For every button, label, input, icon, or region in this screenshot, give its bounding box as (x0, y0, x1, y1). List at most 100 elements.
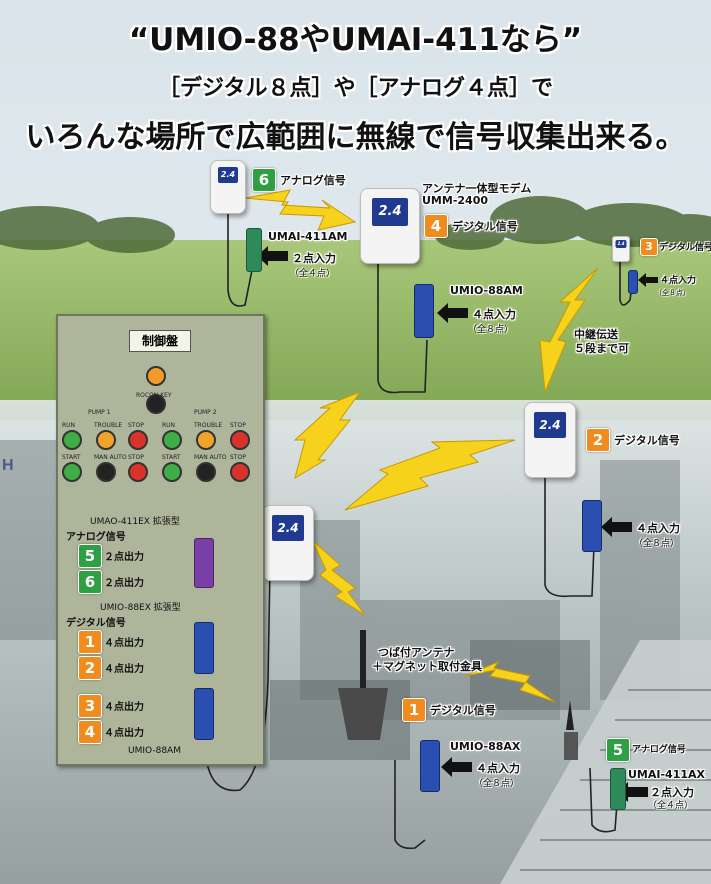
cable-top-left (227, 212, 253, 307)
button-start-2 (162, 462, 182, 482)
input-count: ４点入力 (472, 308, 516, 321)
module-umio-88ex (194, 622, 214, 674)
output-badge-2: 2 (78, 656, 102, 680)
model-umio-88ax: UMIO-88AX (450, 740, 521, 753)
panel-title: 制御盤 (129, 330, 191, 352)
lamp-trouble-1 (96, 430, 116, 450)
modem-model: UMM-2400 (422, 194, 489, 207)
pump2-label: PUMP 2 (194, 409, 217, 416)
module-umio-88ax (420, 740, 440, 792)
badge-3: 3 (640, 238, 658, 256)
lamp-label-trouble1: TROUBLE (94, 422, 123, 429)
cable-top-right (619, 258, 633, 306)
control-panel: 制御盤 ROCON KEY PUMP 1 PUMP 2 RUN TROUBLE … (56, 314, 265, 766)
selector-2 (196, 462, 216, 482)
modem-logo: 2.4 (372, 197, 408, 226)
cable-center (377, 262, 428, 394)
lamp-label-trouble2: TROUBLE (194, 422, 223, 429)
btn-label-stop1: STOP (128, 454, 144, 461)
modem-right-mid: 2.4 (524, 402, 576, 478)
module-umio-88am (414, 284, 434, 338)
antenna-note-line1: つば付アンテナ (378, 646, 455, 659)
panel-digital-title: デジタル信号 (66, 618, 126, 629)
lamp-label-run2: RUN (162, 422, 176, 429)
signal-digital: デジタル信号 (614, 434, 680, 447)
modem-top-right: 2.4 (612, 236, 630, 262)
signal-analog: アナログ信号 (632, 745, 686, 755)
module-umao-411ex (194, 538, 214, 588)
output-label: ２点出力 (104, 552, 144, 563)
lamp-label-run1: RUN (62, 422, 76, 429)
input-total: （全４点） (648, 801, 694, 811)
output-label: ４点出力 (104, 638, 144, 649)
input-total: （全４点） (290, 269, 336, 279)
cable-bottom-right (589, 767, 619, 833)
badge-6: 6 (252, 168, 276, 192)
lamp-trouble-2 (196, 430, 216, 450)
modem-caption: アンテナ一体型モデム (422, 182, 532, 195)
output-label: ４点出力 (104, 702, 144, 713)
ext-digital-model: UMIO-88EX 拡張型 (100, 603, 181, 613)
input-count: ２点入力 (292, 252, 336, 265)
lamp-stop-1 (128, 430, 148, 450)
output-badge-6: 6 (78, 570, 102, 594)
headline-line1: “UMIO-88やUMAI-411なら” (128, 22, 583, 58)
modem-logo: 2.4 (218, 167, 238, 184)
headline-line2: ［デジタル８点］や［アナログ４点］で (157, 76, 554, 101)
svg-text:H: H (2, 457, 14, 474)
selector-1 (96, 462, 116, 482)
input-total: （全８点） (655, 289, 690, 297)
input-total: （全８点） (474, 779, 520, 789)
headline-line3: いろんな場所で広範囲に無線で信号収集出来る。 (25, 120, 686, 155)
input-count: ４点入力 (476, 762, 520, 775)
panel-analog-title: アナログ信号 (66, 532, 126, 543)
input-count: ４点入力 (636, 522, 680, 535)
badge-4: 4 (424, 214, 448, 238)
relay-note-line2: ５段まで可 (574, 342, 629, 355)
badge-2: 2 (586, 428, 610, 452)
modem-logo: 2.4 (534, 411, 566, 438)
model-umai-411am: UMAI-411AM (268, 230, 348, 243)
cable-bottom-center (394, 760, 426, 850)
button-start-1 (62, 462, 82, 482)
modem-top-left: 2.4 (210, 160, 246, 214)
modem-logo: 2.4 (272, 514, 304, 541)
base-model-label: UMIO-88AM (128, 746, 181, 756)
button-stop-2 (230, 462, 250, 482)
btn-label-manauto2: MAN AUTO (194, 454, 227, 461)
output-label: ４点出力 (104, 664, 144, 675)
module-top-right (628, 270, 638, 294)
button-stop-1 (128, 462, 148, 482)
ext-analog-model: UMAO-411EX 拡張型 (90, 517, 180, 527)
module-umio-88am-panel (194, 688, 214, 740)
output-label: ４点出力 (104, 728, 144, 739)
cable-right-mid (544, 478, 595, 598)
badge-1: 1 (402, 698, 426, 722)
lamp-run-1 (62, 430, 82, 450)
modem-center: 2.4 (360, 188, 420, 264)
relay-note-line1: 中継伝送 (574, 328, 618, 341)
output-badge-1: 1 (78, 630, 102, 654)
modem-logo: 2.4 (615, 239, 627, 248)
key-switch-label: ROCON KEY (136, 392, 172, 399)
badge-5: 5 (606, 738, 630, 762)
output-badge-4: 4 (78, 720, 102, 744)
antenna-note-line2: ＋マグネット取付金具 (372, 660, 482, 673)
lamp-run-2 (162, 430, 182, 450)
model-umio-88am: UMIO-88AM (450, 284, 523, 297)
signal-analog: アナログ信号 (280, 174, 346, 187)
key-switch (146, 394, 166, 414)
btn-label-start1: START (62, 454, 81, 461)
output-label: ２点出力 (104, 578, 144, 589)
input-total: （全８点） (634, 539, 680, 549)
model-umai-411ax: UMAI-411AX (628, 768, 706, 781)
module-umai-411am (246, 228, 262, 272)
signal-digital: デジタル信号 (452, 220, 518, 233)
input-total: （全８点） (468, 325, 514, 335)
modem-panel: 2.4 (262, 505, 314, 581)
input-count: ４点入力 (660, 276, 697, 286)
signal-digital: デジタル信号 (430, 704, 496, 717)
output-badge-5: 5 (78, 544, 102, 568)
indicator-lamp (146, 366, 166, 386)
